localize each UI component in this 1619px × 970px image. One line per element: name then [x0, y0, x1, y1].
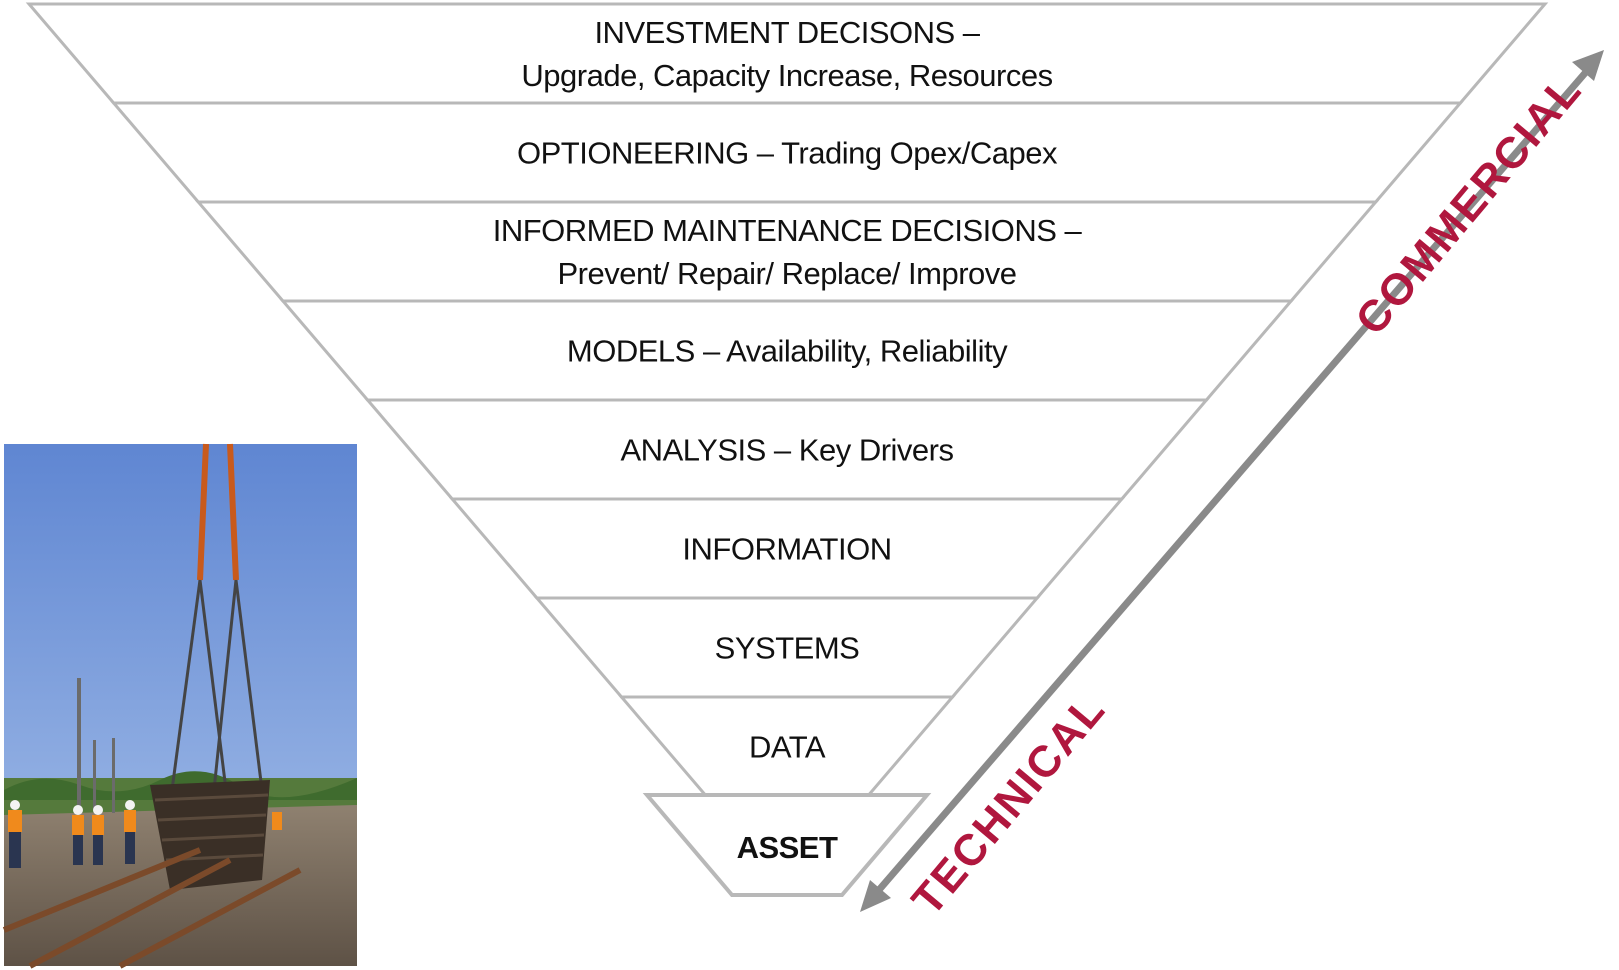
- commercial-technical-arrow: [860, 50, 1604, 912]
- funnel-level-label: Prevent/ Repair/ Replace/ Improve: [557, 256, 1016, 291]
- funnel-diagram: INVESTMENT DECISONS – Upgrade, Capacity I…: [25, 2, 1549, 897]
- arrow-head-up-icon: [1572, 50, 1604, 81]
- funnel-level-label: DATA: [749, 730, 826, 765]
- funnel-level-label: SYSTEMS: [715, 631, 860, 666]
- funnel-level-label: INFORMATION: [682, 532, 891, 567]
- funnel-level-label: MODELS – Availability, Reliability: [567, 334, 1008, 369]
- funnel-level-label: INVESTMENT DECISONS –: [594, 15, 980, 50]
- funnel-level-label: INFORMED MAINTENANCE DECISIONS –: [493, 213, 1083, 248]
- technical-label: TECHNICAL: [903, 685, 1116, 925]
- arrow-head-down-icon: [860, 880, 891, 912]
- funnel-level-label: ANALYSIS – Key Drivers: [621, 433, 954, 468]
- funnel-level-label: OPTIONEERING – Trading Opex/Capex: [517, 136, 1058, 171]
- funnel-band-asset: [642, 793, 932, 897]
- funnel-level-label: Upgrade, Capacity Increase, Resources: [521, 58, 1052, 93]
- rail-maintenance-photo: [2, 443, 357, 969]
- funnel-level-label: ASSET: [737, 830, 838, 865]
